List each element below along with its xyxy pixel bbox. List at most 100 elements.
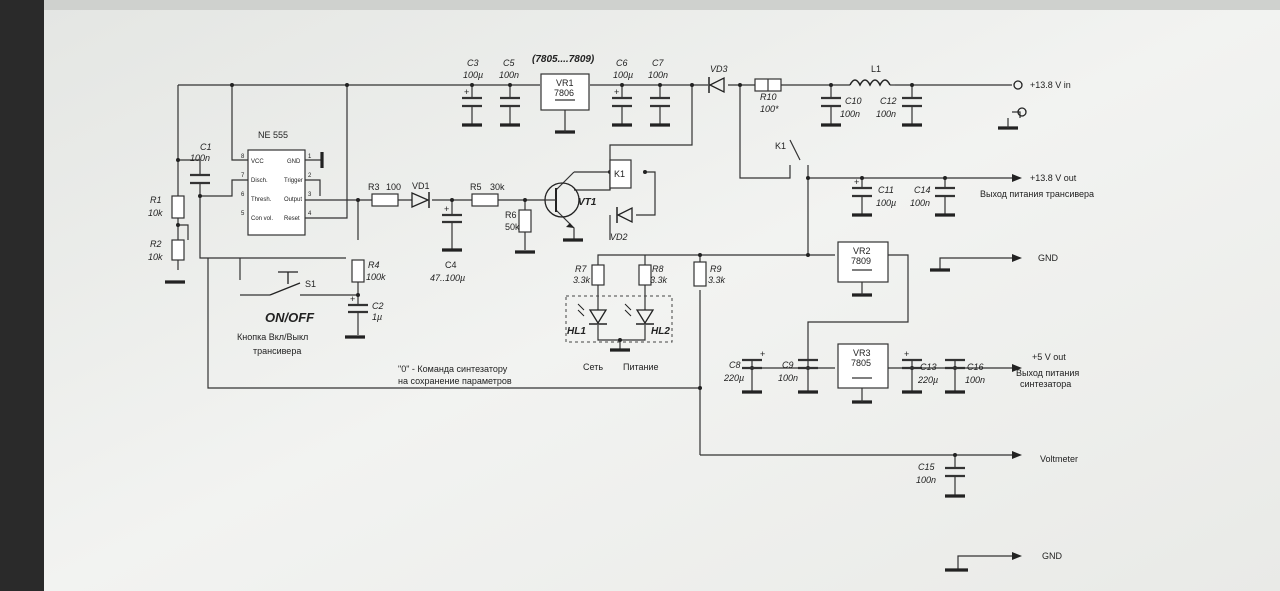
svg-text:C15: C15 bbox=[918, 462, 936, 472]
svg-text:GND: GND bbox=[1038, 253, 1059, 263]
diode-vd2-icon bbox=[616, 206, 633, 224]
svg-text:100n: 100n bbox=[916, 475, 936, 485]
inductor-l1-icon bbox=[849, 79, 891, 87]
svg-text:R10: R10 bbox=[760, 92, 777, 102]
svg-text:S1: S1 bbox=[305, 279, 316, 289]
monitor-bezel bbox=[0, 0, 44, 591]
svg-text:8: 8 bbox=[241, 154, 245, 160]
svg-text:GND: GND bbox=[287, 159, 301, 165]
svg-text:Питание: Питание bbox=[623, 362, 659, 372]
svg-text:на сохранение параметров: на сохранение параметров bbox=[398, 376, 512, 386]
svg-text:Output: Output bbox=[284, 197, 302, 203]
svg-text:100µ: 100µ bbox=[876, 198, 896, 208]
svg-text:+: + bbox=[464, 87, 469, 97]
svg-text:50k: 50k bbox=[505, 222, 520, 232]
svg-text:R9: R9 bbox=[710, 264, 722, 274]
svg-text:+: + bbox=[854, 177, 859, 187]
svg-text:Кнопка Вкл/Выкл: Кнопка Вкл/Выкл bbox=[237, 332, 308, 342]
svg-text:"0" - Команда синтезатору: "0" - Команда синтезатору bbox=[398, 364, 508, 374]
svg-text:R8: R8 bbox=[652, 264, 664, 274]
svg-text:4: 4 bbox=[308, 211, 312, 217]
resistor-r3 bbox=[371, 193, 399, 207]
input-terminal-icon bbox=[1013, 80, 1023, 90]
svg-text:C9: C9 bbox=[782, 360, 794, 370]
svg-text:+: + bbox=[760, 349, 765, 359]
svg-text:Trigger: Trigger bbox=[284, 178, 303, 184]
svg-text:HL2: HL2 bbox=[651, 326, 670, 337]
svg-text:C11: C11 bbox=[878, 185, 894, 195]
resistor-r4 bbox=[351, 259, 365, 283]
svg-text:3.3k: 3.3k bbox=[708, 275, 726, 285]
resistor-r9 bbox=[693, 261, 707, 287]
svg-text:C5: C5 bbox=[503, 58, 515, 68]
svg-text:R6: R6 bbox=[505, 210, 517, 220]
svg-text:1: 1 bbox=[308, 154, 312, 160]
svg-text:VCC: VCC bbox=[251, 159, 264, 165]
svg-text:+13.8 V in: +13.8 V in bbox=[1030, 80, 1071, 90]
svg-text:R1: R1 bbox=[150, 195, 162, 205]
svg-text:10k: 10k bbox=[148, 208, 163, 218]
resistor-r1 bbox=[171, 195, 185, 219]
svg-text:Voltmeter: Voltmeter bbox=[1040, 454, 1078, 464]
svg-text:C6: C6 bbox=[616, 58, 628, 68]
svg-text:100n: 100n bbox=[840, 109, 860, 119]
terminal-labels: +13.8 V in +13.8 V out Выход питания тра… bbox=[980, 80, 1094, 561]
svg-text:K1: K1 bbox=[775, 141, 786, 151]
svg-text:Сеть: Сеть bbox=[583, 362, 603, 372]
svg-text:Выход питания: Выход питания bbox=[1016, 368, 1079, 378]
svg-text:2: 2 bbox=[308, 173, 312, 179]
wires bbox=[177, 84, 1021, 570]
ne555-ic: NE 555 VCC Disch. Thresh. Con vol. GND T… bbox=[241, 130, 312, 236]
semiconductors bbox=[411, 76, 895, 343]
svg-text:R2: R2 bbox=[150, 239, 162, 249]
svg-text:C4: C4 bbox=[445, 260, 457, 270]
ic-name: NE 555 bbox=[258, 130, 288, 140]
svg-text:(7805....7809): (7805....7809) bbox=[532, 54, 595, 65]
svg-text:30k: 30k bbox=[490, 182, 505, 192]
svg-text:C1: C1 bbox=[200, 142, 212, 152]
capacitors: ++ ++ ++ + bbox=[190, 87, 965, 496]
resistor-r7 bbox=[591, 264, 605, 286]
svg-text:7806: 7806 bbox=[554, 88, 574, 98]
diode-vd1-icon bbox=[411, 192, 430, 208]
svg-text:Выход питания трансивера: Выход питания трансивера bbox=[980, 189, 1094, 199]
svg-text:VR2: VR2 bbox=[853, 246, 871, 256]
svg-text:VR3: VR3 bbox=[853, 348, 871, 358]
svg-text:C3: C3 bbox=[467, 58, 479, 68]
svg-text:100k: 100k bbox=[366, 272, 386, 282]
svg-text:100µ: 100µ bbox=[613, 70, 633, 80]
output-arrows bbox=[1012, 174, 1022, 560]
ground-symbols bbox=[165, 110, 1018, 572]
svg-text:VD1: VD1 bbox=[412, 181, 430, 191]
svg-text:100n: 100n bbox=[965, 375, 985, 385]
input-terminal-icon bbox=[1017, 107, 1027, 117]
svg-text:7809: 7809 bbox=[851, 256, 871, 266]
svg-text:10k: 10k bbox=[148, 252, 163, 262]
svg-text:3.3k: 3.3k bbox=[573, 275, 591, 285]
regulator-vr1 bbox=[540, 73, 590, 111]
diode-vd3-icon bbox=[708, 76, 725, 94]
svg-text:100*: 100* bbox=[760, 104, 779, 114]
svg-text:+: + bbox=[444, 204, 449, 214]
svg-text:C16: C16 bbox=[967, 362, 984, 372]
resistor-r8 bbox=[638, 264, 652, 286]
svg-text:+13.8 V out: +13.8 V out bbox=[1030, 173, 1077, 183]
svg-text:трансивера: трансивера bbox=[253, 346, 301, 356]
led-hl2-icon bbox=[635, 309, 655, 325]
svg-text:+: + bbox=[350, 294, 355, 304]
svg-text:C12: C12 bbox=[880, 96, 897, 106]
svg-text:7: 7 bbox=[241, 173, 245, 179]
svg-text:GND: GND bbox=[1042, 551, 1063, 561]
svg-text:100n: 100n bbox=[910, 198, 930, 208]
svg-text:VD2: VD2 bbox=[610, 232, 628, 242]
svg-text:C14: C14 bbox=[914, 185, 931, 195]
component-labels: R1 10k R2 10k C1 100n R3 100 VD1 R5 30k … bbox=[148, 54, 985, 485]
svg-text:R7: R7 bbox=[575, 264, 587, 274]
svg-text:220µ: 220µ bbox=[723, 373, 744, 383]
svg-text:100n: 100n bbox=[648, 70, 668, 80]
svg-text:R4: R4 bbox=[368, 260, 380, 270]
switch-s1 bbox=[269, 271, 328, 296]
regulator-vr3 bbox=[837, 343, 889, 389]
relay-k1 bbox=[609, 159, 632, 189]
svg-text:100n: 100n bbox=[876, 109, 896, 119]
